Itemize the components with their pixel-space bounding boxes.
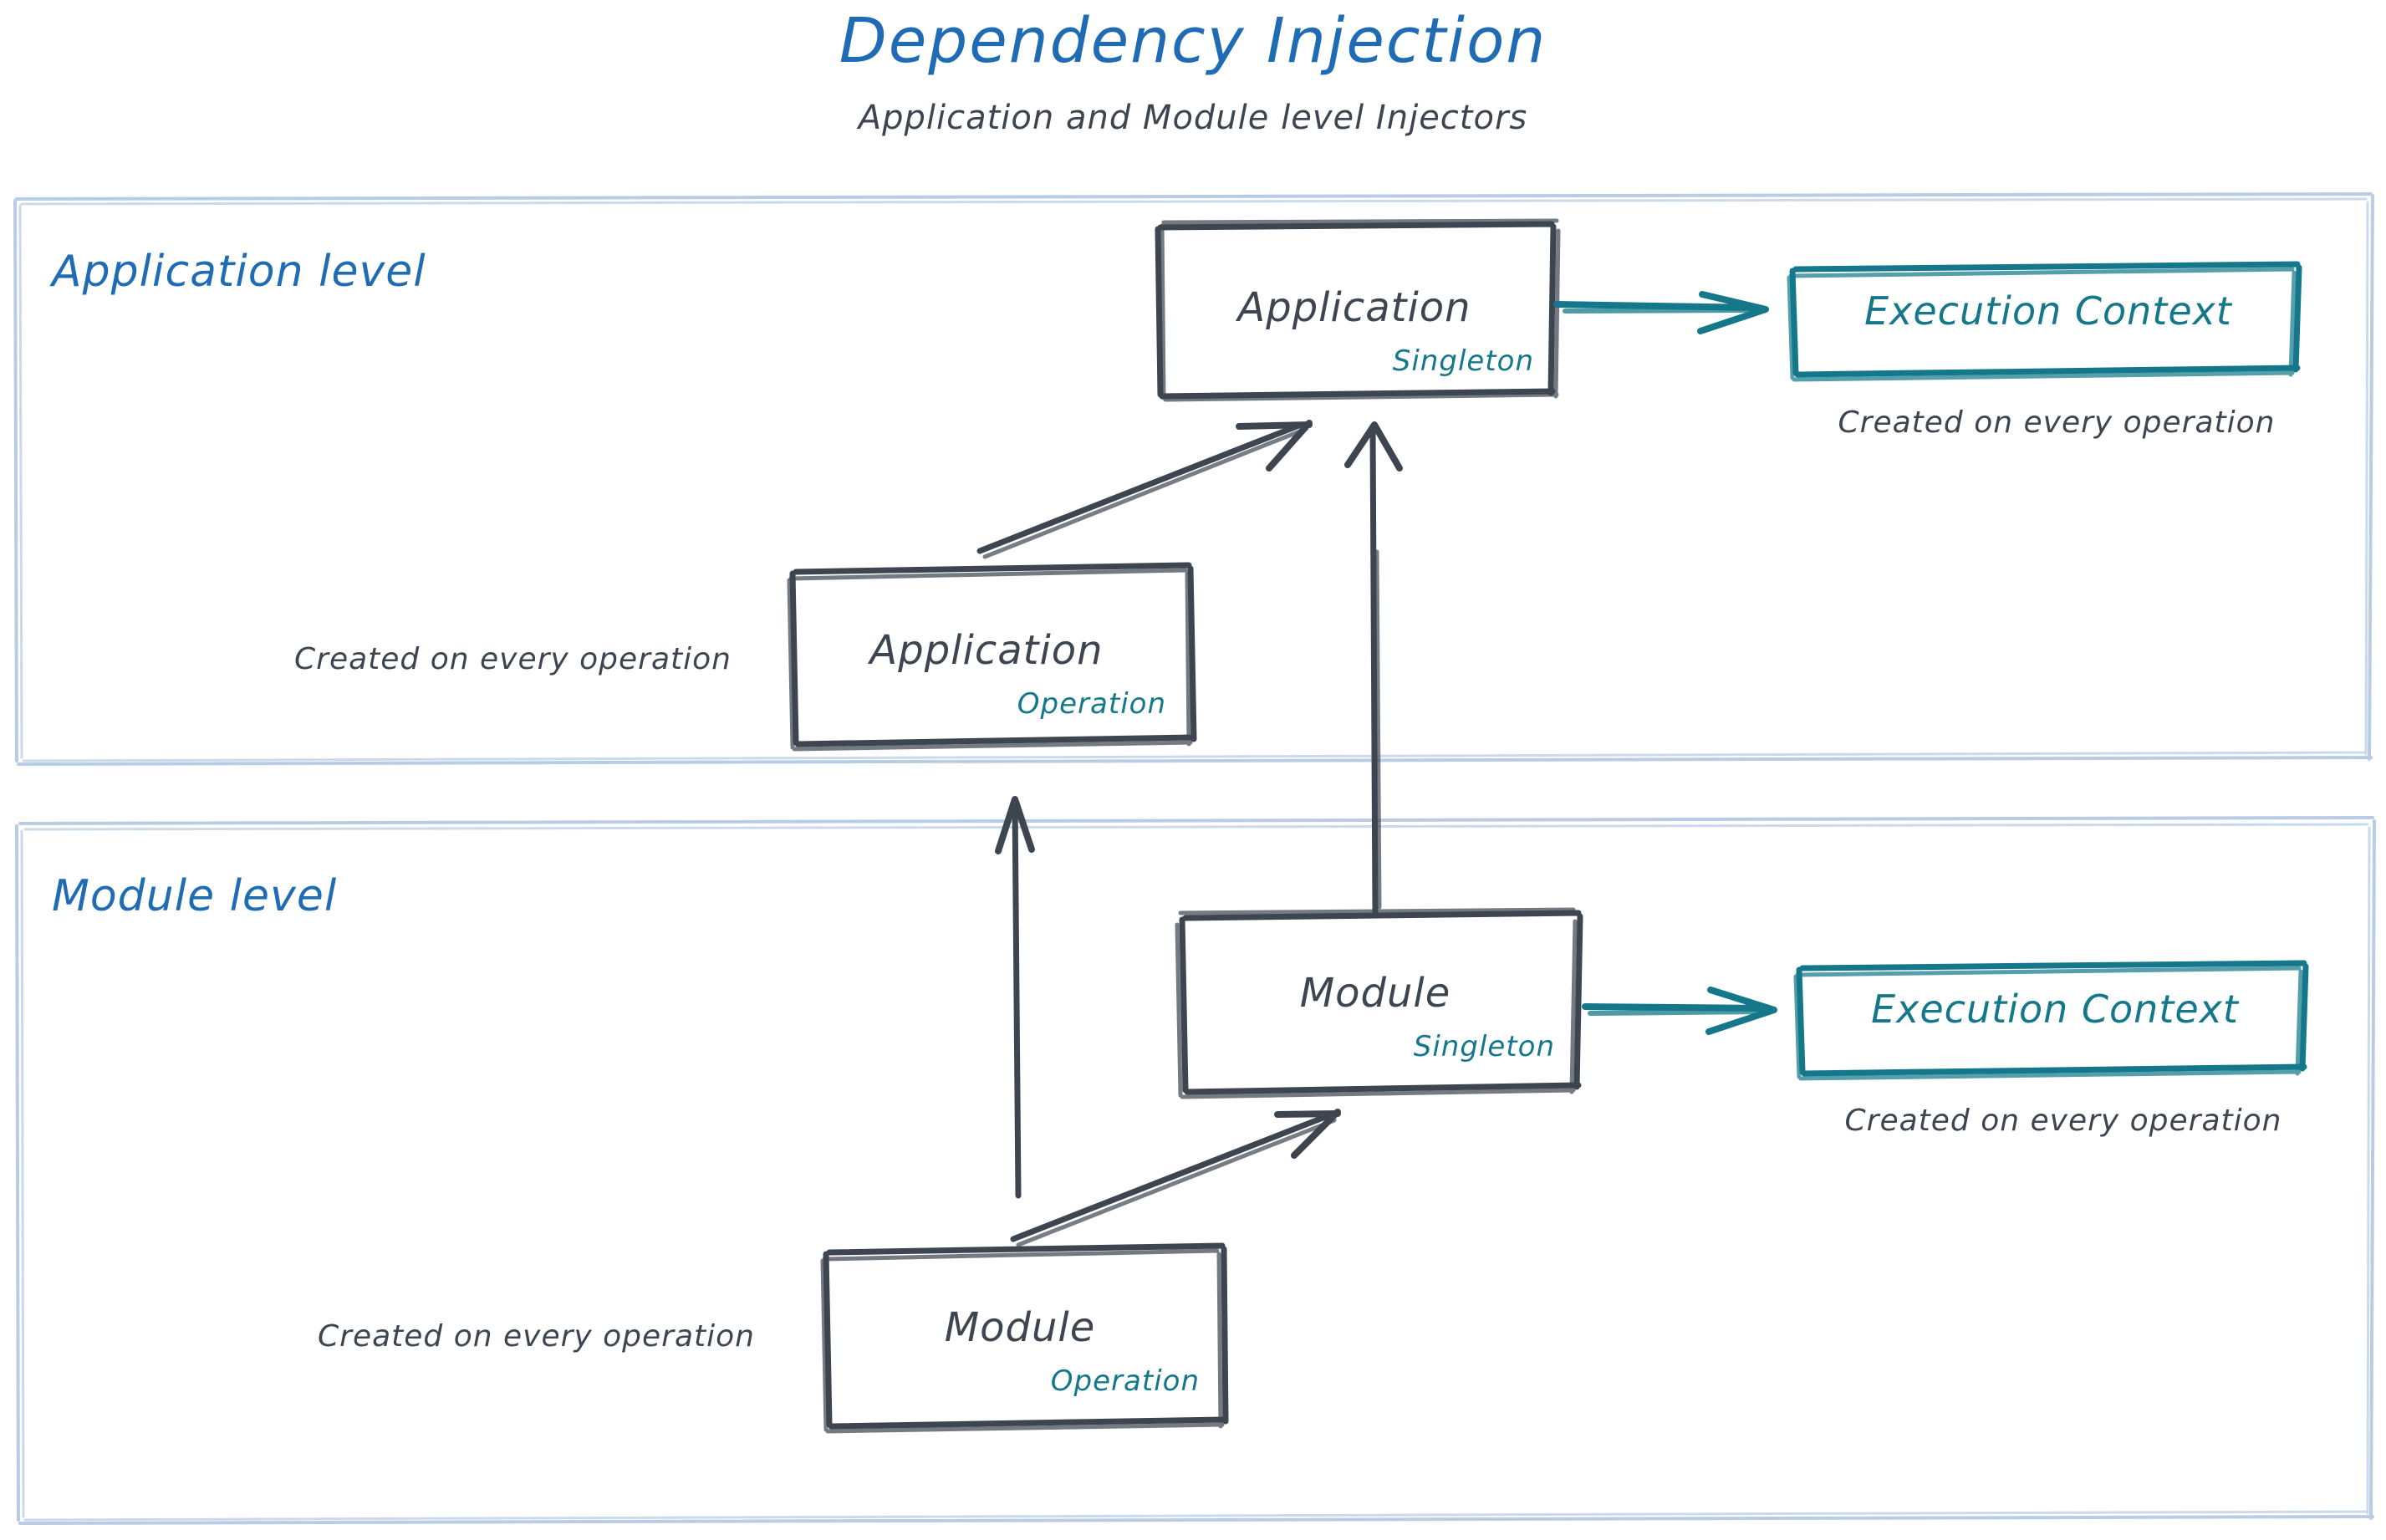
node-scope-application-operation: Operation [1017, 687, 1166, 721]
lane-module-level [15, 816, 2376, 1525]
page-subtitle: Application and Module level Injectors [858, 99, 1528, 137]
edge-app-singleton-to-exec-context [1553, 291, 1769, 334]
edge-app-operation-to-app-singleton [976, 420, 1313, 559]
node-label-execution-context-module: Execution Context [1871, 987, 2239, 1032]
page-title: Dependency Injection [839, 5, 1547, 77]
node-label-module-operation: Module [944, 1304, 1096, 1351]
node-label-module-singleton: Module [1299, 970, 1451, 1017]
node-scope-application-singleton: Singleton [1392, 344, 1534, 378]
caption-execution-context-application: Created on every operation [1838, 405, 2276, 440]
node-label-application-operation: Application [869, 627, 1104, 674]
lane-label-application-level: Application level [52, 247, 426, 297]
edge-mod-operation-to-mod-singleton [1010, 1109, 1341, 1247]
node-label-execution-context-application: Execution Context [1864, 288, 2232, 334]
lane-label-module-level: Module level [52, 871, 338, 921]
caption-module-operation: Created on every operation [318, 1319, 755, 1354]
edge-mod-singleton-to-exec-context [1582, 987, 1777, 1035]
caption-application-operation: Created on every operation [294, 642, 732, 676]
edge-mod-singleton-to-app-singleton [1344, 421, 1403, 915]
node-scope-module-singleton: Singleton [1413, 1030, 1555, 1063]
node-label-application-singleton: Application [1237, 284, 1471, 331]
caption-execution-context-module: Created on every operation [1844, 1104, 2282, 1138]
node-scope-module-operation: Operation [1050, 1364, 1200, 1398]
edge-mod-operation-to-app-operation [995, 796, 1035, 1199]
